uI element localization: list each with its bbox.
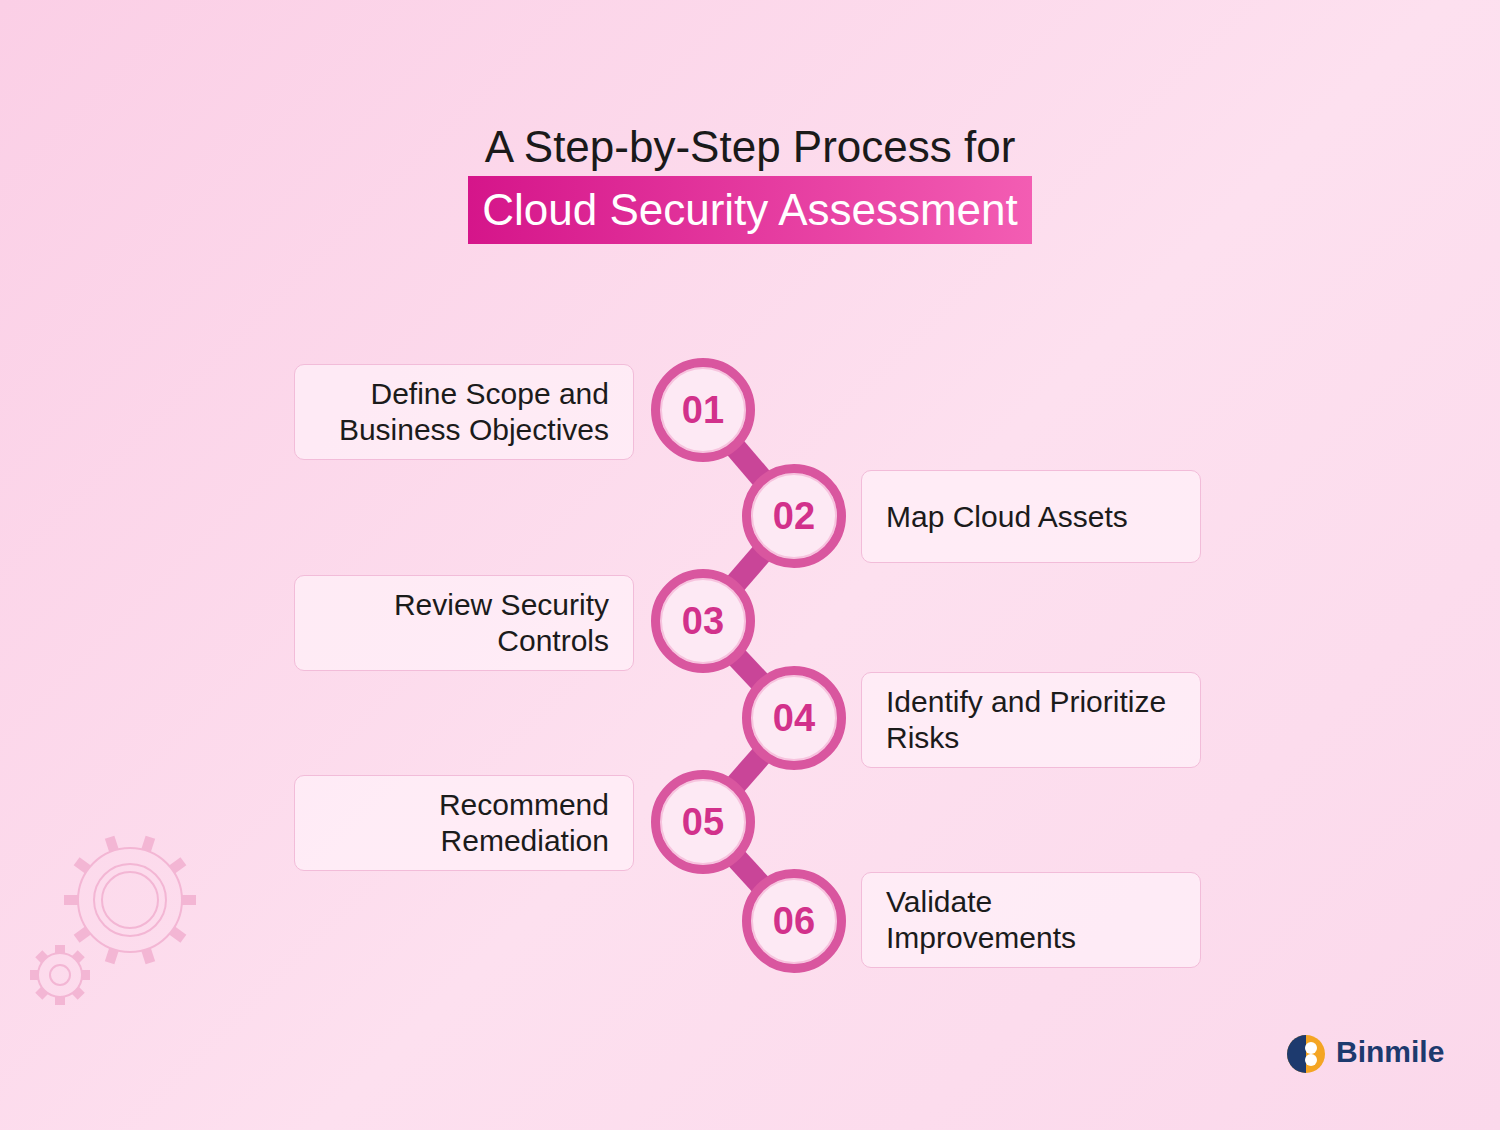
step-box: Identify and Prioritize Risks [861,672,1201,768]
title: A Step-by-Step Process for [0,122,1500,172]
step-circle: 01 [651,358,755,462]
step-number: 01 [682,389,724,432]
step-circle: 02 [742,464,846,568]
step-box: Review Security Controls [294,575,634,671]
logo-text: Binmile [1336,1035,1444,1069]
step-circle: 04 [742,666,846,770]
step-label: Validate Improvements [886,884,1176,956]
step-box: Define Scope and Business Objectives [294,364,634,460]
step-box: Recommend Remediation [294,775,634,871]
step-number: 05 [682,801,724,844]
step-box: Validate Improvements [861,872,1201,968]
step-number: 03 [682,600,724,643]
step-circle: 06 [742,869,846,973]
step-box: Map Cloud Assets [861,470,1201,563]
step-circle: 03 [651,569,755,673]
step-connector [736,554,762,583]
step-label: Identify and Prioritize Risks [886,684,1176,756]
step-connector [737,657,760,681]
step-connector [737,859,760,884]
step-connector [736,756,761,785]
logo: Binmile [1284,1028,1444,1076]
step-number: 02 [773,495,815,538]
logo-icon [1284,1028,1330,1076]
step-label: Define Scope and Business Objectives [319,376,609,448]
title-text: Cloud Security Assessment [468,176,1032,244]
step-connector [736,448,762,478]
step-number: 04 [773,697,815,740]
step-circle: 05 [651,770,755,874]
title-highlight: Cloud Security Assessment [0,176,1500,244]
step-label: Map Cloud Assets [886,499,1176,535]
step-label: Review Security Controls [319,587,609,659]
step-number: 06 [773,900,815,943]
step-label: Recommend Remediation [319,787,609,859]
